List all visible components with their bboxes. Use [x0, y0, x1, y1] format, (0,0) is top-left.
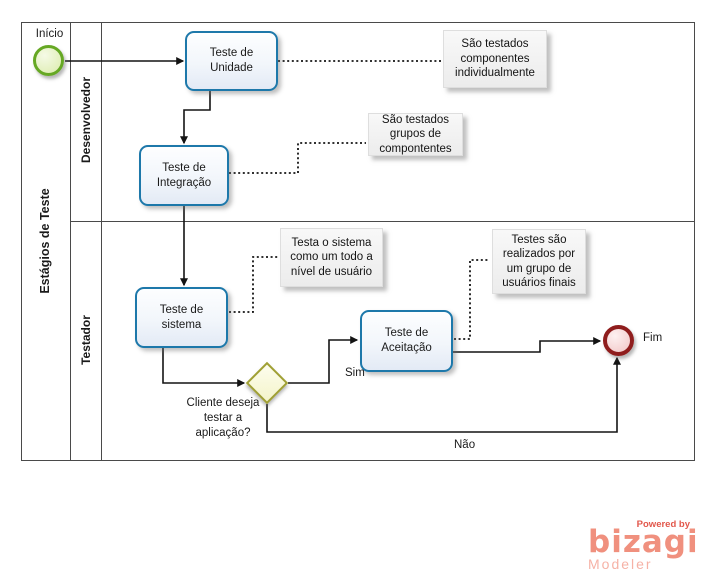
task-teste-de-integracao[interactable]: Teste de Integração: [139, 145, 229, 206]
task-teste-de-sistema[interactable]: Teste de sistema: [135, 287, 228, 348]
modeler-label: Modeler: [588, 556, 653, 573]
lane-label-desenvolvedor: Desenvolvedor: [79, 76, 93, 164]
task-teste-de-aceitacao[interactable]: Teste de Aceitação: [360, 310, 453, 372]
gateway-question-label: Cliente deseja testar a aplicação?: [186, 397, 260, 439]
annotation-grupos[interactable]: São testados grupos de compontentes: [368, 113, 463, 156]
pool-header-divider: [70, 23, 71, 460]
bizagi-brand-label: bizagi: [588, 524, 699, 560]
start-event-label: Início: [35, 28, 64, 40]
end-event[interactable]: [603, 325, 634, 356]
end-event-label: Fim: [643, 332, 663, 344]
start-event[interactable]: [33, 45, 64, 76]
powered-by-label: Powered by: [636, 519, 690, 530]
lane-divider: [70, 221, 694, 222]
annotation-usuarios[interactable]: Testes são realizados por um grupo de us…: [492, 229, 586, 294]
edge-label-nao: Não: [454, 439, 476, 451]
annotation-sistema[interactable]: Testa o sistema como um todo a nível de …: [280, 228, 383, 287]
pool-estagios-de-teste: [21, 22, 695, 461]
task-teste-de-unidade[interactable]: Teste de Unidade: [185, 31, 278, 91]
pool-title: Estágios de Teste: [38, 188, 52, 294]
lane-header-divider: [101, 23, 102, 460]
bizagi-logo: Powered by bizagi Modeler: [588, 519, 712, 572]
edge-label-sim: Sim: [345, 367, 365, 379]
lane-label-testador: Testador: [79, 315, 93, 365]
annotation-componentes[interactable]: São testados componentes individualmente: [443, 30, 547, 88]
